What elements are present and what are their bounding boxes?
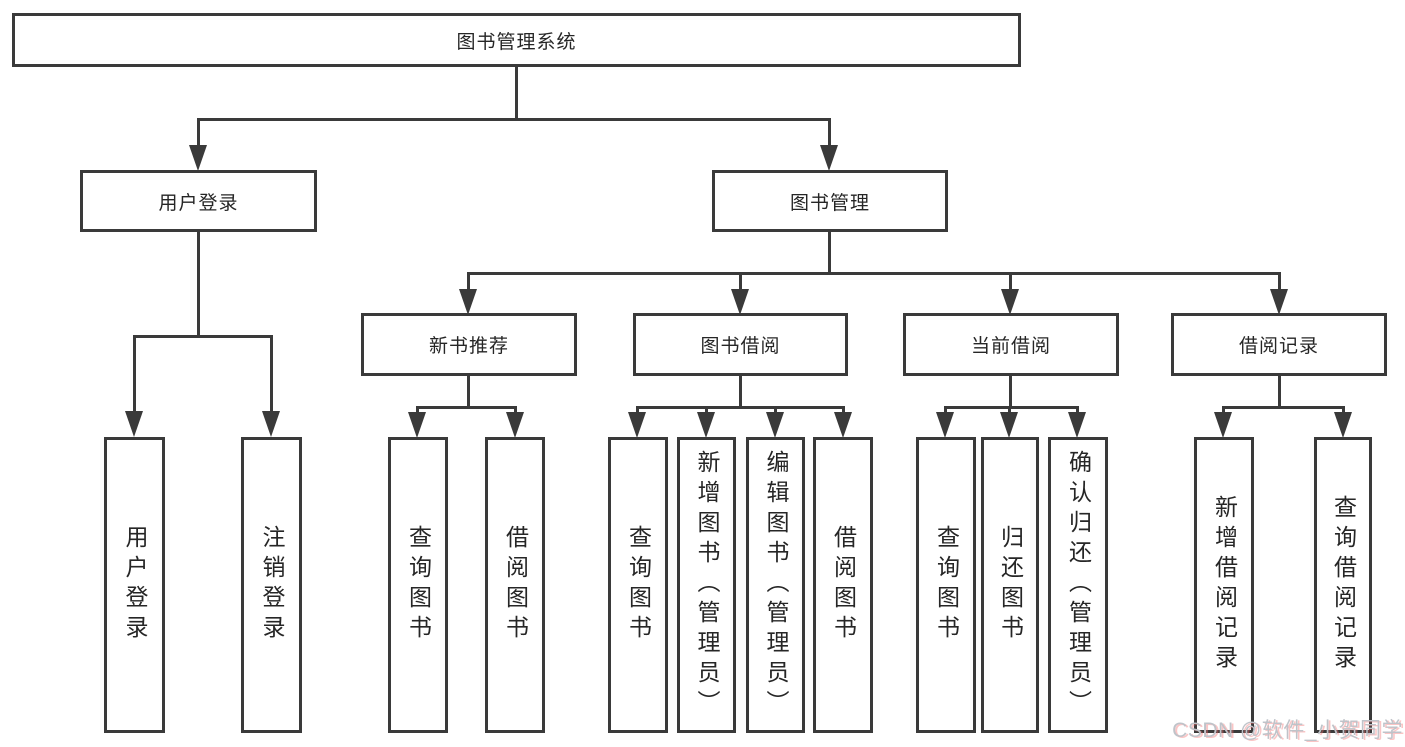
arrow-to-current-borrow bbox=[1001, 289, 1019, 315]
connector-level2-horizontal-line bbox=[197, 118, 831, 121]
group-borrow-records-label: 借阅记录 bbox=[1238, 336, 1319, 357]
leaf-node-borrow-books: 借阅图书 bbox=[813, 437, 873, 733]
root-node-library-management-system: 图书管理系统 bbox=[12, 13, 1021, 67]
leaf-node-current-query-books: 查询图书 bbox=[916, 437, 976, 733]
connector-group4-stub bbox=[1278, 272, 1281, 292]
connector-group2-leaf4-stub bbox=[842, 406, 845, 414]
leaf-node-recommend-borrow-books: 借阅图书 bbox=[485, 437, 545, 733]
leaf-borrow-query-books-label: 查询图书 bbox=[625, 525, 652, 645]
arrow-to-new-book-recommend bbox=[459, 289, 477, 315]
connector-group3-leaf2-stub bbox=[1008, 406, 1011, 414]
group-new-book-recommend-label: 新书推荐 bbox=[428, 336, 509, 357]
connector-group2-down-line bbox=[739, 376, 742, 408]
arrow-to-query-borrow-record bbox=[1334, 412, 1352, 438]
arrow-to-recommend-query-books bbox=[408, 412, 426, 438]
leaf-node-query-borrow-record: 查询借阅记录 bbox=[1314, 437, 1372, 733]
arrow-to-confirm-return-admin bbox=[1068, 412, 1086, 438]
arrow-to-leaf-user-login bbox=[125, 411, 143, 437]
connector-group1-horizontal-line bbox=[416, 406, 517, 409]
connector-group3-stub bbox=[1009, 272, 1012, 292]
leaf-node-recommend-query-books: 查询图书 bbox=[388, 437, 448, 733]
leaf-edit-books-admin-label: 编辑图书（管理员） bbox=[763, 450, 789, 720]
group-node-new-book-recommend: 新书推荐 bbox=[361, 313, 577, 376]
connector-group4-leaf1-stub bbox=[1222, 406, 1225, 414]
connector-group4-horizontal-line bbox=[1222, 406, 1345, 409]
connector-group2-horizontal-line bbox=[636, 406, 845, 409]
connector-group2-leaf2-stub bbox=[705, 406, 708, 414]
leaf-confirm-return-admin-label: 确认归还（管理员） bbox=[1065, 450, 1092, 720]
leaf-borrow-books-label: 借阅图书 bbox=[830, 525, 857, 645]
leaf-add-borrow-record-label: 新增借阅记录 bbox=[1211, 495, 1238, 675]
leaf-node-edit-books-admin: 编辑图书（管理员） bbox=[746, 437, 805, 733]
arrow-to-borrow-books bbox=[834, 412, 852, 438]
arrow-to-recommend-borrow-books bbox=[506, 412, 524, 438]
leaf-add-books-admin-label: 新增图书（管理员） bbox=[694, 450, 720, 720]
branch-node-user-login: 用户登录 bbox=[80, 170, 317, 232]
arrow-to-book-borrow bbox=[731, 289, 749, 315]
connector-user-leaf2-stub bbox=[270, 335, 273, 413]
leaf-recommend-query-books-label: 查询图书 bbox=[405, 525, 432, 645]
leaf-logout-label: 注销登录 bbox=[259, 525, 285, 645]
branch-book-management-label: 图书管理 bbox=[789, 192, 870, 214]
arrow-to-return-books bbox=[1000, 412, 1018, 438]
leaf-node-borrow-query-books: 查询图书 bbox=[608, 437, 668, 733]
arrow-to-borrow-query-books bbox=[628, 412, 646, 438]
connector-group3-horizontal-line bbox=[944, 406, 1079, 409]
arrow-to-borrow-records bbox=[1270, 289, 1288, 315]
csdn-watermark: CSDN @软件_小贺同学 bbox=[1172, 719, 1403, 742]
arrow-to-edit-books-admin bbox=[766, 412, 784, 438]
group-node-book-borrow: 图书借阅 bbox=[633, 313, 848, 376]
connector-group4-down-line bbox=[1278, 376, 1281, 408]
arrow-to-current-query-books bbox=[936, 412, 954, 438]
leaf-node-return-books: 归还图书 bbox=[981, 437, 1039, 733]
connector-group2-leaf1-stub bbox=[636, 406, 639, 414]
connector-group1-down-line bbox=[467, 376, 470, 408]
connector-group1-leaf1-stub bbox=[416, 406, 419, 414]
branch-node-book-management: 图书管理 bbox=[712, 170, 948, 232]
branch-user-login-label: 用户登录 bbox=[158, 192, 239, 214]
arrow-to-add-books-admin bbox=[697, 412, 715, 438]
arrow-to-leaf-logout bbox=[262, 411, 280, 437]
connector-book-management-stub bbox=[828, 118, 831, 148]
leaf-query-borrow-record-label: 查询借阅记录 bbox=[1330, 495, 1357, 675]
group-current-borrow-label: 当前借阅 bbox=[970, 336, 1051, 357]
connector-group1-stub bbox=[467, 272, 470, 292]
group-book-borrow-label: 图书借阅 bbox=[700, 336, 781, 357]
leaf-return-books-label: 归还图书 bbox=[997, 525, 1024, 645]
leaf-current-query-books-label: 查询图书 bbox=[933, 525, 960, 645]
leaf-node-add-borrow-record: 新增借阅记录 bbox=[1194, 437, 1254, 733]
connector-book-branch-down-line bbox=[828, 232, 831, 275]
leaf-node-user-login: 用户登录 bbox=[104, 437, 165, 733]
connector-group3-down-line bbox=[1009, 376, 1012, 408]
leaf-node-confirm-return-admin: 确认归还（管理员） bbox=[1048, 437, 1108, 733]
connector-user-login-stub bbox=[197, 118, 200, 148]
connector-root-down-line bbox=[515, 67, 518, 121]
connector-group1-leaf2-stub bbox=[514, 406, 517, 414]
connector-user-leaves-horizontal-line bbox=[133, 335, 273, 338]
connector-group2-leaf3-stub bbox=[774, 406, 777, 414]
arrow-to-book-management bbox=[820, 145, 838, 171]
arrow-to-add-borrow-record bbox=[1214, 412, 1232, 438]
connector-group3-leaf3-stub bbox=[1076, 406, 1079, 414]
arrow-to-user-login bbox=[189, 145, 207, 171]
group-node-borrow-records: 借阅记录 bbox=[1171, 313, 1387, 376]
leaf-node-logout: 注销登录 bbox=[241, 437, 302, 733]
connector-user-branch-down-line bbox=[197, 232, 200, 338]
root-node-label: 图书管理系统 bbox=[456, 31, 577, 53]
connector-group4-leaf2-stub bbox=[1342, 406, 1345, 414]
leaf-recommend-borrow-books-label: 借阅图书 bbox=[502, 525, 529, 645]
leaf-user-login-label: 用户登录 bbox=[122, 525, 148, 645]
leaf-node-add-books-admin: 新增图书（管理员） bbox=[677, 437, 736, 733]
connector-group2-stub bbox=[739, 272, 742, 292]
connector-groups-horizontal-line bbox=[467, 272, 1281, 275]
group-node-current-borrow: 当前借阅 bbox=[903, 313, 1119, 376]
connector-user-leaf1-stub bbox=[133, 335, 136, 413]
connector-group3-leaf1-stub bbox=[944, 406, 947, 414]
